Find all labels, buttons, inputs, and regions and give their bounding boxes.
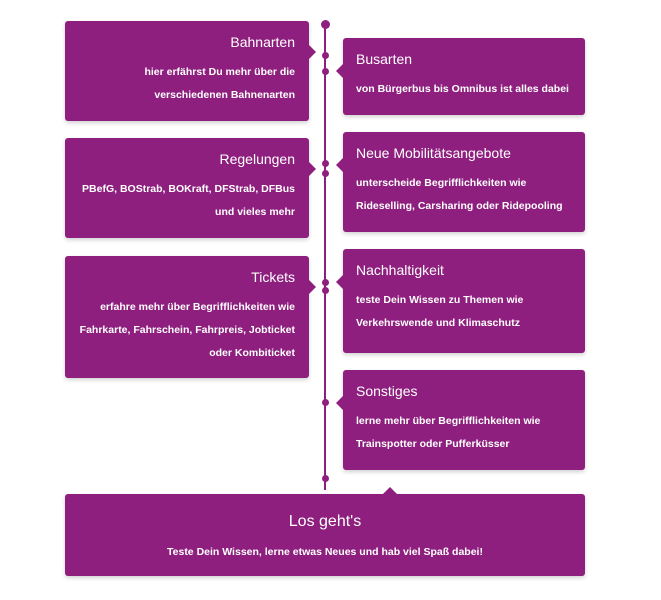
card-desc: lerne mehr über Begrifflichkeiten wie Tr… — [356, 415, 541, 450]
timeline-dot — [321, 399, 329, 406]
final-desc: Teste Dein Wissen, lerne etwas Neues und… — [167, 546, 483, 558]
card-desc: von Bürgerbus bis Omnibus ist alles dabe… — [356, 83, 569, 95]
card-desc: PBefG, BOStrab, BOKraft, DFStrab, DFBus … — [82, 183, 295, 218]
card-sonstiges[interactable]: Sonstiges lerne mehr über Begrifflichkei… — [336, 370, 585, 470]
timeline-dot — [321, 160, 329, 167]
card-desc: hier erfährst Du mehr über die verschied… — [144, 66, 295, 101]
card-desc: erfahre mehr über Begrifflichkeiten wie … — [79, 301, 295, 359]
card-neue-mobilitaetsangebote[interactable]: Neue Mobilitätsangebote unterscheide Beg… — [336, 132, 585, 232]
card-desc: teste Dein Wissen zu Themen wie Verkehrs… — [356, 294, 524, 329]
card-busarten[interactable]: Busarten von Bürgerbus bis Omnibus ist a… — [336, 38, 585, 115]
card-bahnarten[interactable]: Bahnarten hier erfährst Du mehr über die… — [65, 21, 316, 121]
card-title: Regelungen — [219, 151, 295, 167]
card-title: Neue Mobilitätsangebote — [356, 145, 511, 161]
timeline-dot — [321, 287, 329, 294]
card-title: Bahnarten — [230, 34, 295, 50]
card-regelungen[interactable]: Regelungen PBefG, BOStrab, BOKraft, DFSt… — [65, 138, 316, 238]
start-quiz-card[interactable]: Los geht's Teste Dein Wissen, lerne etwa… — [65, 487, 585, 576]
timeline-line — [324, 22, 326, 490]
card-title: Sonstiges — [356, 383, 418, 399]
card-desc: unterscheide Begrifflichkeiten wie Rides… — [356, 177, 563, 212]
card-title: Nachhaltigkeit — [356, 262, 444, 278]
timeline-dot — [321, 170, 329, 177]
card-title: Busarten — [356, 51, 413, 67]
final-title: Los geht's — [288, 513, 362, 530]
timeline-dot — [321, 68, 329, 75]
timeline-end-dot — [321, 475, 329, 482]
timeline-dot — [321, 52, 329, 59]
card-tickets[interactable]: Tickets erfahre mehr über Begrifflichkei… — [65, 256, 316, 378]
card-nachhaltigkeit[interactable]: Nachhaltigkeit teste Dein Wissen zu Them… — [336, 249, 585, 353]
card-title: Tickets — [251, 269, 295, 285]
timeline-start-dot — [320, 20, 330, 29]
timeline-dot — [321, 279, 329, 286]
